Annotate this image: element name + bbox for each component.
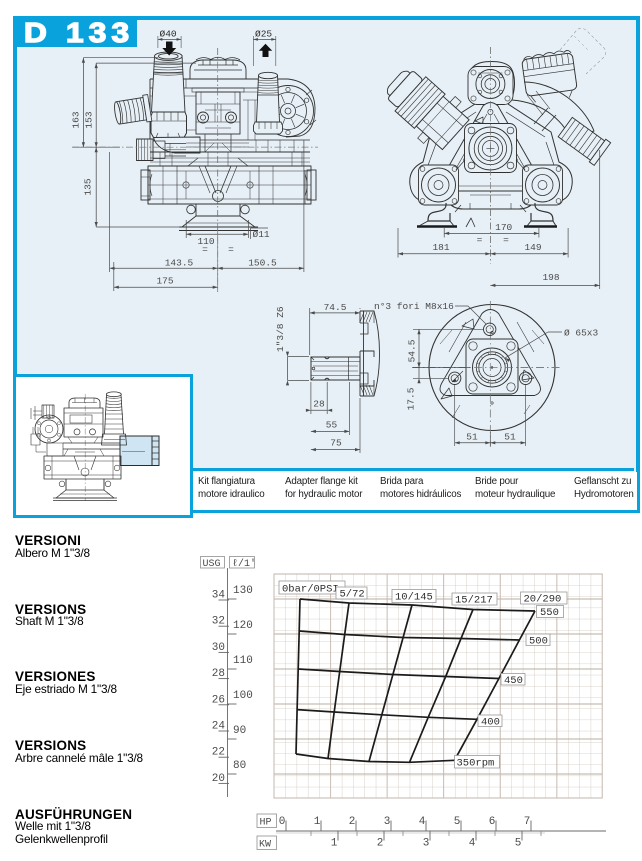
svg-text:4: 4	[419, 816, 426, 828]
svg-text:350rpm: 350rpm	[457, 757, 495, 769]
svg-text:ℓ/1': ℓ/1'	[232, 558, 256, 570]
svg-text:=: =	[503, 234, 509, 245]
svg-text:150.5: 150.5	[248, 257, 277, 268]
svg-text:1"3/8 Z6: 1"3/8 Z6	[275, 306, 286, 352]
svg-text:=: =	[477, 234, 483, 245]
svg-text:51: 51	[466, 432, 478, 443]
svg-text:135: 135	[83, 178, 94, 195]
svg-text:24: 24	[212, 721, 226, 733]
svg-text:120: 120	[233, 620, 253, 632]
svg-text:KW: KW	[259, 840, 271, 851]
svg-text:=: =	[228, 244, 234, 255]
svg-text:143.5: 143.5	[165, 257, 194, 268]
svg-text:175: 175	[156, 275, 173, 286]
svg-text:55: 55	[326, 420, 338, 431]
svg-text:110: 110	[197, 236, 214, 247]
svg-text:Ø25: Ø25	[255, 29, 272, 40]
svg-text:400: 400	[481, 716, 500, 728]
svg-text:5/72: 5/72	[340, 589, 365, 601]
svg-text:2: 2	[377, 838, 384, 850]
svg-text:130: 130	[233, 585, 253, 597]
svg-text:1: 1	[331, 838, 338, 850]
svg-text:0: 0	[279, 816, 286, 828]
svg-text:HP: HP	[260, 818, 272, 829]
svg-text:3: 3	[384, 816, 391, 828]
svg-text:74.5: 74.5	[324, 302, 347, 313]
svg-text:149: 149	[524, 242, 541, 253]
svg-text:163: 163	[71, 111, 82, 128]
svg-text:500: 500	[529, 635, 548, 647]
svg-text:198: 198	[542, 272, 559, 283]
svg-text:75: 75	[330, 438, 342, 449]
svg-text:USG: USG	[203, 559, 221, 570]
svg-text:450: 450	[504, 675, 523, 687]
svg-text:550: 550	[540, 607, 559, 619]
svg-text:10/145: 10/145	[395, 592, 433, 604]
svg-text:28: 28	[313, 398, 325, 409]
svg-text:54.5: 54.5	[407, 339, 418, 362]
svg-text:4: 4	[469, 838, 476, 850]
svg-text:170: 170	[495, 222, 512, 233]
svg-text:n°3 fori M8x16: n°3 fori M8x16	[374, 301, 454, 312]
svg-text:Ø40: Ø40	[160, 29, 177, 40]
svg-text:110: 110	[233, 655, 253, 667]
svg-text:28: 28	[212, 668, 225, 680]
svg-text:100: 100	[233, 690, 253, 702]
svg-text:20: 20	[212, 773, 225, 785]
svg-text:1: 1	[314, 816, 321, 828]
svg-text:5: 5	[515, 838, 522, 850]
svg-text:=: =	[202, 244, 208, 255]
svg-text:7: 7	[524, 816, 531, 828]
svg-text:32: 32	[212, 616, 225, 628]
svg-text:181: 181	[432, 242, 449, 253]
svg-text:34: 34	[212, 590, 226, 602]
svg-text:90: 90	[233, 725, 246, 737]
svg-text:Ø 65x3: Ø 65x3	[564, 328, 599, 339]
svg-text:30: 30	[212, 642, 225, 654]
svg-text:26: 26	[212, 694, 225, 706]
svg-text:80: 80	[233, 760, 246, 772]
svg-text:0bar/0PSI: 0bar/0PSI	[282, 583, 339, 595]
svg-text:Ø11: Ø11	[253, 229, 270, 240]
svg-text:5: 5	[454, 816, 461, 828]
svg-text:20/290: 20/290	[524, 594, 562, 606]
svg-text:6: 6	[489, 816, 496, 828]
svg-text:15/217: 15/217	[455, 595, 493, 607]
svg-text:153: 153	[84, 111, 95, 128]
svg-text:3: 3	[423, 838, 430, 850]
svg-text:22: 22	[212, 747, 225, 759]
svg-text:2: 2	[349, 816, 356, 828]
svg-text:51: 51	[504, 432, 516, 443]
svg-text:17.5: 17.5	[406, 387, 417, 410]
